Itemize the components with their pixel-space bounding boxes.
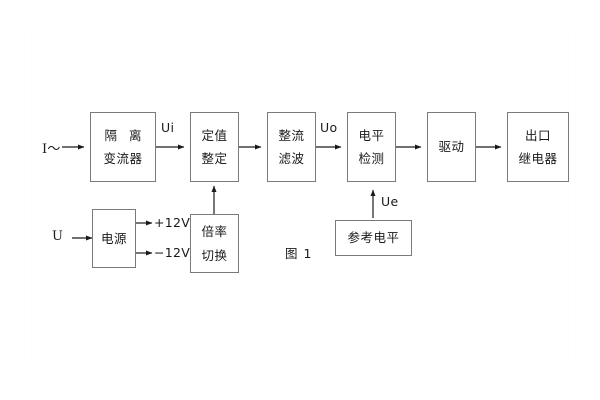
block-drive[interactable]: 驱动 — [427, 112, 476, 182]
block-drive-line-1: 驱动 — [438, 139, 465, 155]
block-reference-level[interactable]: 参考电平 — [335, 220, 412, 256]
label-voltage-input: U — [52, 229, 64, 244]
figure-caption: 图 1 — [285, 246, 313, 261]
block-output-relay-line-1: 出口 — [524, 127, 551, 143]
block-isolation-line-1: 隔 离 — [104, 127, 146, 143]
block-setting-line-2: 整定 — [201, 151, 228, 166]
diagram-panel-background — [24, 28, 576, 366]
block-output-relay[interactable]: 出口 继电器 — [507, 112, 569, 182]
block-rectify-line-2: 滤波 — [278, 151, 305, 166]
block-isolation-transformer[interactable]: 隔 离 变流器 — [90, 112, 156, 182]
block-setting-value[interactable]: 定值 整定 — [190, 112, 239, 182]
block-power-supply[interactable]: 电源 — [92, 209, 136, 268]
label-uo: Uo — [320, 120, 338, 135]
block-setting-line-1: 定值 — [201, 127, 228, 143]
label-ue: Ue — [381, 194, 399, 209]
block-multiplier-switch[interactable]: 倍率 切换 — [190, 214, 239, 273]
label-current-input: I～ — [42, 142, 61, 157]
block-level-detect-line-1: 电平 — [358, 127, 385, 143]
label-rail-negative: −12V — [154, 245, 191, 260]
block-level-detect-line-2: 检测 — [358, 151, 385, 166]
label-ui: Ui — [161, 120, 175, 135]
block-multiplier-line-2: 切换 — [201, 247, 228, 263]
block-rectify-filter[interactable]: 整流 滤波 — [267, 112, 316, 182]
block-rectify-line-1: 整流 — [278, 127, 305, 143]
label-rail-positive: +12V — [154, 215, 191, 230]
block-isolation-line-2: 变流器 — [103, 151, 143, 166]
block-power-supply-line-1: 电源 — [100, 230, 127, 246]
block-reference-line-1: 参考电平 — [347, 230, 400, 246]
block-level-detection[interactable]: 电平 检测 — [347, 112, 396, 182]
block-output-relay-line-2: 继电器 — [518, 151, 558, 166]
block-multiplier-line-1: 倍率 — [201, 224, 228, 240]
